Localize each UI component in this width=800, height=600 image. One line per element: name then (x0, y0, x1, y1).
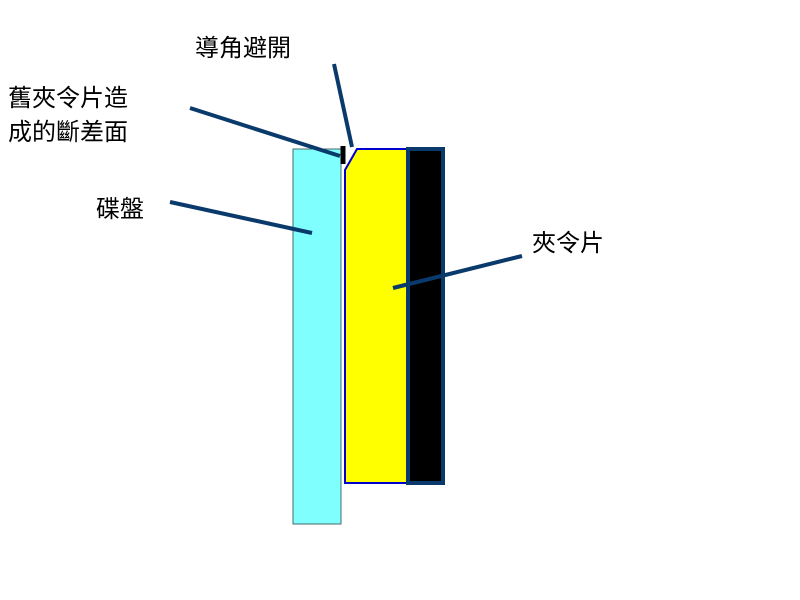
shim-body (344, 148, 408, 484)
leader-disc-plate (169, 200, 313, 235)
label-old-shim-step-line1: 舊夾令片造 (8, 84, 128, 112)
label-old-shim-step-line2: 成的斷差面 (8, 118, 128, 146)
label-disc-plate: 碟盤 (96, 195, 144, 223)
label-new-shim: 夾令片 (532, 229, 604, 257)
leader-chamfer-relief (332, 63, 354, 148)
leader-old-shim-step (189, 106, 341, 158)
label-chamfer-relief: 導角避開 (195, 34, 291, 62)
disc-plate (292, 148, 342, 525)
shim-backing (406, 147, 445, 485)
leader-new-shim (392, 254, 523, 290)
